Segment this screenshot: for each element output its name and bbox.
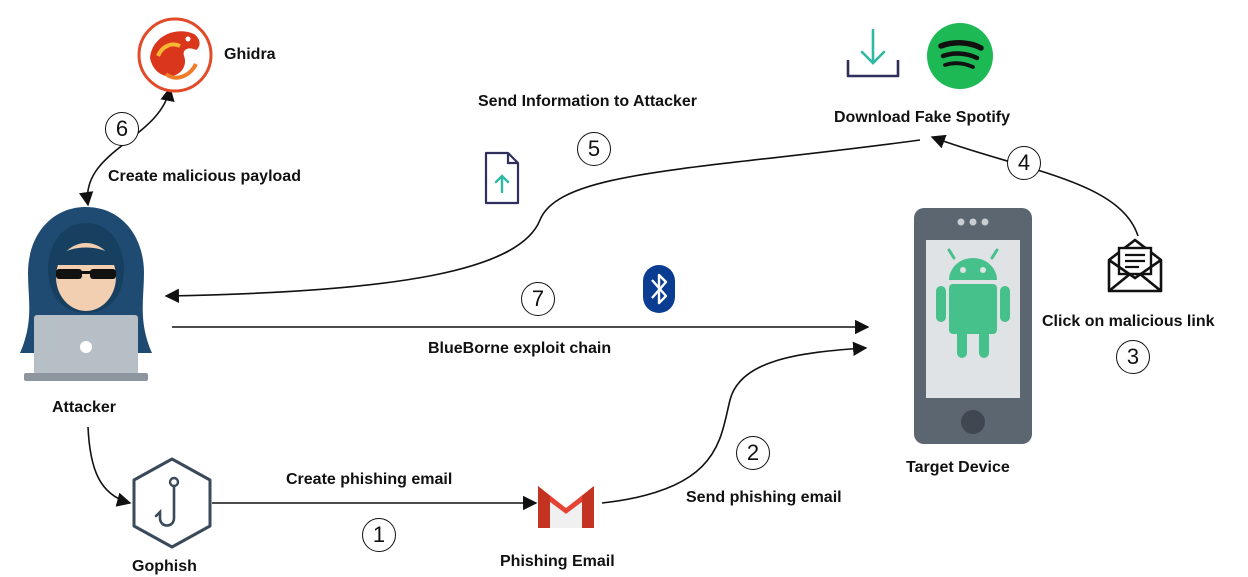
ghidra-logo-icon bbox=[137, 17, 213, 93]
arrow-attacker-gophish bbox=[87, 426, 132, 507]
edge-label-send-information: Send Information to Attacker bbox=[478, 93, 697, 110]
hooded-hacker-icon bbox=[20, 207, 152, 381]
edge-label-create-phishing-email: Create phishing email bbox=[286, 471, 453, 488]
edge-label-send-phishing-email: Send phishing email bbox=[686, 489, 842, 506]
step-6-badge: 6 bbox=[105, 112, 139, 146]
step-2-badge: 2 bbox=[736, 436, 770, 470]
arrow-send-information bbox=[164, 139, 921, 303]
android-robot-icon bbox=[936, 248, 1010, 358]
edge-label-click-malicious-link: Click on malicious link bbox=[1042, 313, 1215, 330]
download-icon bbox=[846, 28, 900, 78]
arrow-send-phishing bbox=[601, 341, 868, 504]
node-label-attacker: Attacker bbox=[52, 399, 117, 416]
node-label-download-fake-spotify: Download Fake Spotify bbox=[834, 109, 1011, 126]
arrow-attacker-ghidra bbox=[79, 86, 175, 207]
node-label-phishing-email: Phishing Email bbox=[500, 553, 615, 570]
edge-label-blueborne: BlueBorne exploit chain bbox=[428, 340, 612, 357]
step-1-badge: 1 bbox=[362, 518, 396, 552]
step-4-badge: 4 bbox=[1007, 146, 1041, 180]
node-label-target-device: Target Device bbox=[906, 459, 1010, 476]
target-phone-icon bbox=[914, 208, 1032, 444]
step-5-badge: 5 bbox=[577, 132, 611, 166]
edge-label-create-malicious-payload: Create malicious payload bbox=[108, 168, 301, 185]
gophish-hook-icon bbox=[132, 457, 212, 549]
bluetooth-icon bbox=[643, 265, 675, 313]
step-3-badge: 3 bbox=[1116, 340, 1150, 374]
gmail-icon bbox=[538, 486, 594, 528]
arrow-click-link bbox=[930, 134, 1139, 237]
spotify-logo-icon bbox=[927, 23, 993, 89]
file-upload-icon bbox=[484, 151, 520, 205]
node-label-ghidra: Ghidra bbox=[224, 46, 276, 63]
node-label-gophish: Gophish bbox=[132, 558, 197, 575]
open-email-icon bbox=[1107, 238, 1163, 293]
step-7-badge: 7 bbox=[521, 282, 555, 316]
